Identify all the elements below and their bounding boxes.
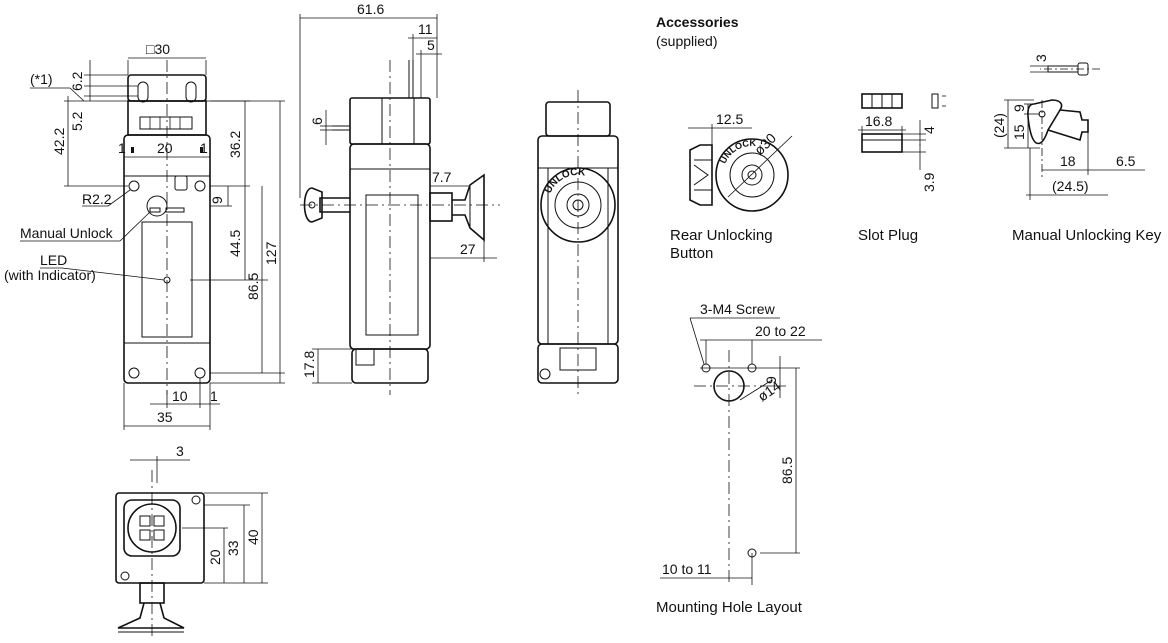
accessories-title: Accessories [656, 14, 739, 30]
dim-front-10: 10 [172, 388, 188, 404]
dim-side-27: 27 [460, 241, 476, 257]
dim-front-20: 20 [157, 140, 173, 156]
bottom-view: 3 20 33 40 [115, 443, 268, 640]
dim-front-5-2: 5.2 [69, 111, 85, 131]
caption-button: Button [670, 245, 713, 262]
dim-mount-86-5: 86.5 [779, 457, 795, 484]
caption-mounting-hole-layout: Mounting Hole Layout [656, 599, 803, 616]
dim-side-7-7: 7.7 [432, 169, 452, 185]
label-screw: 3-M4 Screw [700, 301, 776, 317]
dim-front-1b: 1 [200, 140, 208, 156]
dim-front-r2-2: R2.2 [82, 191, 112, 207]
dim-front-1a: 1 [118, 140, 126, 156]
dim-front-9: 9 [209, 196, 225, 204]
mounting-hole-layout: 3-M4 Screw 20 to 22 9 ø14 86.5 10 to 11 … [656, 301, 822, 616]
note-star-1: (*1) [30, 71, 53, 87]
dim-front-44-5: 44.5 [227, 230, 243, 257]
dim-plug-3-9: 3.9 [921, 172, 937, 192]
slot-plug-drawing: 16.8 4 3.9 Slot Plug [858, 93, 946, 244]
dim-key-24-5: (24.5) [1052, 178, 1089, 194]
dim-mount-14: ø14 [755, 377, 784, 404]
dim-front-86-5: 86.5 [245, 273, 261, 300]
dim-bottom-40: 40 [245, 529, 261, 545]
rear-unlocking-button-drawing: UNLOCK 12.5 ø30 Rear Unlocking Button [670, 111, 793, 262]
rear-unlock-text: UNLOCK [543, 167, 587, 195]
accessories-subtitle: (supplied) [656, 33, 717, 49]
dim-front-35: 35 [157, 409, 173, 425]
caption-rear-unlocking: Rear Unlocking [670, 227, 773, 244]
label-led-sub: (with Indicator) [4, 267, 96, 283]
manual-unlocking-key-drawing: 3 (24) 15 9 18 6.5 (24.5) Manual Unlocki… [991, 54, 1162, 244]
accessories-section: Accessories (supplied) UNLOCK 12.5 ø30 R… [656, 14, 1162, 262]
dim-button-12-5: 12.5 [716, 111, 743, 127]
dim-key-6-5: 6.5 [1116, 153, 1136, 169]
button-unlock-text: UNLOCK [718, 138, 757, 165]
rear-view: UNLOCK [537, 90, 619, 395]
dim-key-15: 15 [1011, 124, 1027, 140]
dim-side-61-6: 61.6 [357, 1, 384, 17]
dim-front-36-2: 36.2 [227, 131, 243, 158]
dim-key-24: (24) [991, 113, 1007, 138]
dim-front-42-2: 42.2 [51, 128, 67, 155]
dim-side-6: 6 [309, 117, 325, 125]
dim-bottom-3: 3 [176, 443, 184, 459]
dim-plug-4: 4 [921, 126, 937, 134]
dim-mount-9: 9 [763, 376, 779, 384]
label-manual-unlock: Manual Unlock [20, 225, 114, 241]
caption-manual-unlocking-key: Manual Unlocking Key [1012, 227, 1162, 244]
dim-side-17-8: 17.8 [301, 351, 317, 378]
dim-mount-20-22: 20 to 22 [755, 323, 806, 339]
dim-front-6-2: 6.2 [69, 71, 85, 91]
dim-key-9: 9 [1011, 104, 1027, 112]
dim-side-11: 11 [418, 21, 433, 37]
side-view: 61.6 11 5 6 7.7 27 17.8 [299, 1, 500, 395]
dim-bottom-20: 20 [207, 549, 223, 565]
svg-text:UNLOCK: UNLOCK [543, 167, 587, 195]
dim-front-30: □30 [146, 41, 170, 57]
dim-side-5: 5 [427, 37, 435, 53]
dim-mount-10-11: 10 to 11 [662, 561, 712, 577]
label-led: LED [40, 252, 67, 268]
caption-slot-plug: Slot Plug [858, 227, 918, 244]
dim-key-18: 18 [1060, 153, 1076, 169]
svg-text:UNLOCK: UNLOCK [718, 138, 757, 165]
dim-bottom-33: 33 [225, 540, 241, 556]
dim-front-127: 127 [263, 241, 279, 265]
dim-plug-16-8: 16.8 [865, 113, 892, 129]
front-view: □30 6.2 5.2 (*1) 42.2 1 20 1 36.2 R2.2 9… [4, 41, 285, 430]
dim-key-3: 3 [1033, 54, 1049, 62]
dim-button-30: ø30 [751, 130, 780, 159]
dim-front-1c: 1 [210, 388, 218, 404]
